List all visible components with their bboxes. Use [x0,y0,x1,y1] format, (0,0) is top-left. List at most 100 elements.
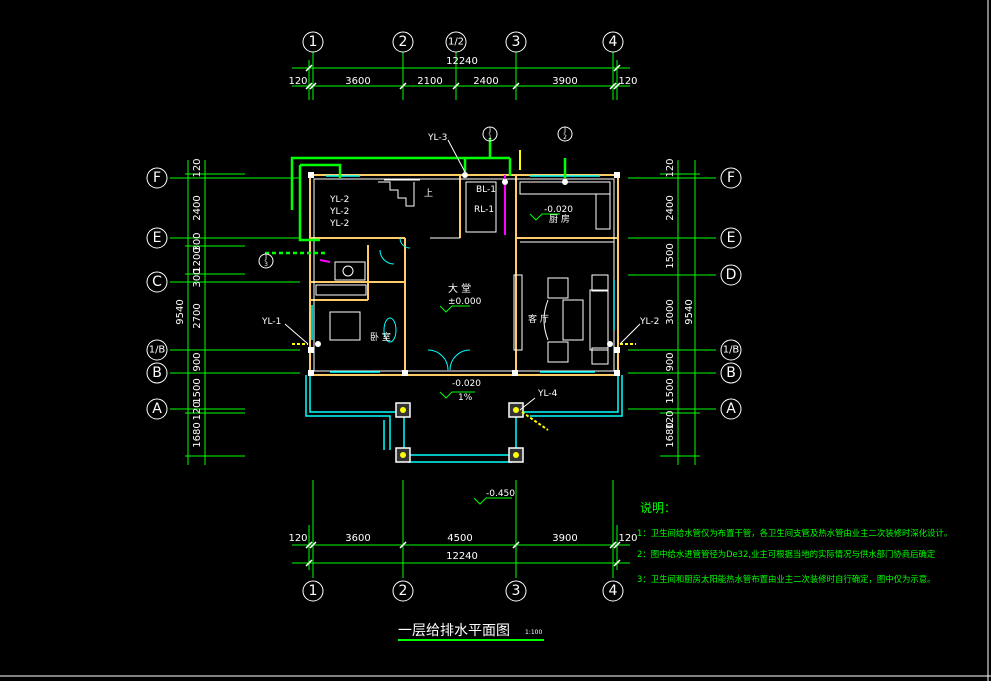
top-segment-2: 2100 [417,76,442,87]
pipe-label-rl1: RL-1 [474,205,494,215]
left-segment-8: 1500 [192,378,203,403]
right-segment-5: 900 [665,352,676,371]
axis-label-bottom-3: 3 [512,583,521,599]
top-edge-left: 120 [288,76,307,87]
axis-bubble-bottom-4 [602,580,624,602]
axis-bubble-right-3 [720,264,742,286]
left-segment-1: 120 [192,158,203,177]
top-total-dimension: 12240 [446,56,478,67]
top-segment-4: 3900 [552,76,577,87]
pipe-label-yl2: YL-2 [639,317,659,327]
top-segment-3: 2400 [473,76,498,87]
right-segment-3: 1500 [665,243,676,268]
axis-label-top-4: 3 [512,34,521,50]
j-marker-3 [258,253,274,269]
j-marker-1 [482,126,498,142]
axis-label-right-6: A [726,401,736,417]
note-1: 1：卫生间给水管仅为布置干管，各卫生间支管及热水管由业主二次装修时深化设计。 [637,528,952,538]
pipe-label-yl3: YL-3 [427,133,447,143]
j-marker-2-number: 2 [563,134,567,141]
porch-slope: 1% [458,393,473,403]
room-label-lounge: 客 厅 [528,313,549,325]
pipe-label-bl1: BL-1 [476,185,496,195]
pipe-label-yl4: YL-4 [537,389,558,399]
drawing-title: 一层给排水平面图 [398,623,510,639]
left-segment-3: 300 [192,232,203,251]
outside-level-mark [473,497,512,505]
note-3: 3：卫生间和厨房太阳能热水管布置由业主二次装修时自行确定，图中仅为示意。 [637,574,935,584]
j-marker-1-letter: J [488,126,491,134]
left-segment-5: 300 [192,268,203,287]
porch-outline [305,375,623,463]
bottom-edge-left: 120 [288,533,307,544]
porch-columns [395,402,524,463]
stair-up-label: 上 [424,188,433,199]
axis-label-left-5: B [152,365,162,381]
left-segment-2: 2400 [192,195,203,220]
axis-bubble-right-4 [720,339,742,361]
right-segment-4: 3000 [665,299,676,324]
leader-lines [284,139,641,411]
axis-bubble-top-4 [505,31,527,53]
room-label-bedroom: 卧 室 [370,331,391,343]
axis-bubble-left-3 [146,271,168,293]
bottom-edge-right: 120 [618,533,637,544]
right-segment-1: 120 [665,158,676,177]
axis-label-right-4: 1/B [723,345,740,356]
drawing-scale: 1:100 [525,629,542,636]
porch-level-mark [439,391,475,399]
axis-label-left-1: F [153,170,161,186]
axis-bubble-left-2 [146,227,168,249]
bottom-total-dimension: 12240 [446,551,478,562]
notes-title: 说明： [640,500,676,515]
j-marker-2-letter: J [563,126,566,134]
right-segment-2: 2400 [665,195,676,220]
axis-label-right-3: D [726,267,737,283]
axis-label-right-1: F [727,170,735,186]
axis-bubble-right-5 [720,362,742,384]
axis-label-right-5: B [726,365,736,381]
axis-bubble-bottom-3 [505,580,527,602]
left-segment-9: 120 [192,401,203,420]
axis-label-top-5: 4 [609,34,618,50]
axis-bubble-left-1 [146,167,168,189]
j-marker-3-letter: J [264,253,267,261]
bottom-segment-2: 4500 [447,533,472,544]
j-marker-2 [557,126,573,142]
right-segment-6: 1500 [665,378,676,403]
axis-bubble-right-2 [720,227,742,249]
hall-level-mark [439,305,470,313]
right-segment-7: 120 [665,410,676,429]
pipe-label-ylc2-c: YL-2 [329,219,349,229]
bottom-segment-1: 3600 [345,533,370,544]
axis-bubble-top-3 [445,31,467,53]
living-hall-level: ±0.000 [448,297,482,307]
axis-bubble-bottom-1 [302,580,324,602]
staircase [378,179,420,207]
tv-cabinet [513,274,523,351]
axis-label-bottom-2: 2 [399,583,408,599]
axis-bubble-right-6 [720,398,742,420]
left-segment-4: 1200 [192,247,203,272]
left-segment-7: 900 [192,352,203,371]
left-total-dimension: 9540 [175,299,186,324]
left-segment-10: 1680 [192,422,203,447]
porch-level: -0.020 [452,379,481,389]
pipe-label-ylc2-a: YL-2 [329,195,349,205]
sofa-set [543,274,609,365]
axis-bubble-left-4 [146,339,168,361]
bathroom-fixtures [334,181,497,281]
axis-label-left-2: E [153,230,162,246]
note-2: 2：图中给水进管管径为De32,业主可根据当地的实际情况与供水部门协商后确定 [637,549,936,559]
water-supply-pipes [265,138,567,255]
axis-label-top-2: 2 [399,34,408,50]
right-dimension-lines [628,160,716,465]
axis-bubble-top-1 [302,31,324,53]
axis-bubble-right-1 [720,167,742,189]
bottom-dimension-lines [292,480,630,578]
j-marker-1-number: 1 [488,134,492,141]
left-dimension-lines [170,160,300,465]
axis-label-top-1: 1 [309,34,318,50]
j-marker-3-number: 3 [264,261,268,268]
